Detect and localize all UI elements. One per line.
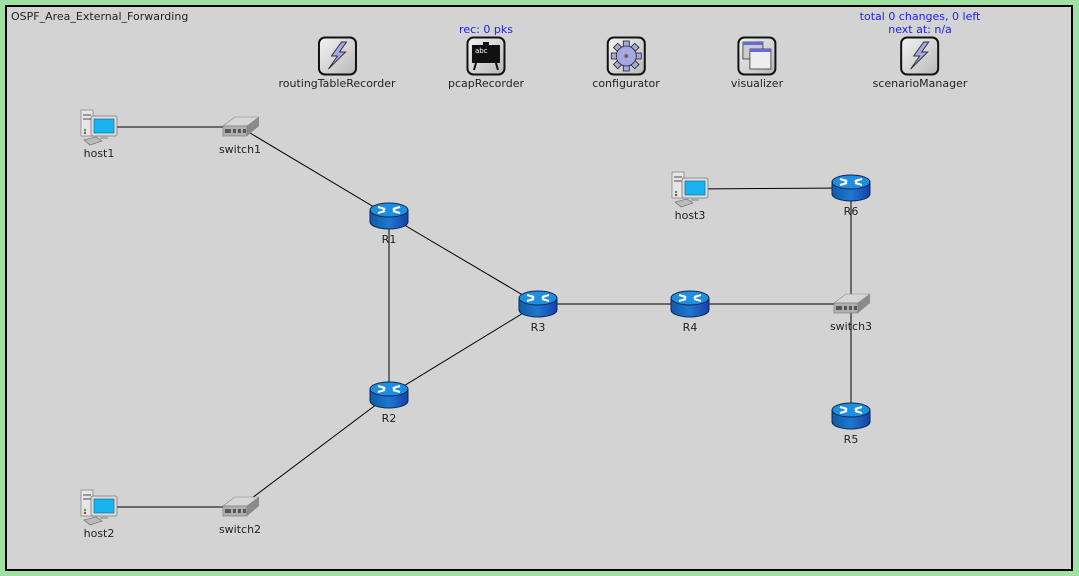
- router-icon: [670, 290, 710, 318]
- router-icon: [831, 174, 871, 202]
- node-host3[interactable]: host3: [669, 170, 711, 222]
- lightning-icon: [317, 36, 357, 76]
- switch-icon: [222, 496, 260, 517]
- node-label: R3: [530, 321, 546, 334]
- router-icon: [369, 381, 409, 409]
- router-icon: [831, 402, 871, 430]
- module-status-text: total 0 changes, 0 left: [859, 10, 981, 23]
- node-R1[interactable]: R1: [368, 200, 410, 246]
- computer-icon: [80, 489, 118, 526]
- router-icon: [518, 290, 558, 318]
- node-label: R2: [381, 412, 397, 425]
- node-switch3[interactable]: switch3: [830, 289, 872, 333]
- node-label: R4: [682, 321, 698, 334]
- node-label: R5: [843, 433, 859, 446]
- node-switch2[interactable]: switch2: [219, 492, 261, 536]
- link-R1-R3: [388, 215, 539, 305]
- node-R5[interactable]: R5: [830, 400, 872, 446]
- module-label: scenarioManager: [872, 77, 968, 90]
- node-label: R1: [381, 233, 397, 246]
- module-visualizer[interactable]: visualizer: [731, 36, 783, 90]
- gear-icon: [606, 36, 646, 76]
- windows-icon: [737, 36, 777, 76]
- node-label: R6: [843, 205, 859, 218]
- computer-icon: [671, 171, 709, 208]
- node-R3[interactable]: R3: [517, 288, 559, 334]
- switch-icon: [833, 293, 871, 314]
- node-label: host3: [674, 209, 706, 222]
- node-R6[interactable]: R6: [830, 172, 872, 218]
- computer-icon: [80, 109, 118, 146]
- link-R2-R3: [388, 303, 539, 396]
- node-R2[interactable]: R2: [368, 379, 410, 425]
- link-R6-host3: [689, 187, 852, 190]
- network-canvas: OSPF_Area_External_Forwarding: [5, 5, 1073, 571]
- node-host2[interactable]: host2: [78, 488, 120, 540]
- node-label: host2: [83, 527, 115, 540]
- module-status-text: rec: 0 pks: [459, 23, 513, 36]
- node-label: switch3: [829, 320, 873, 333]
- node-switch1[interactable]: switch1: [219, 112, 261, 156]
- module-label: visualizer: [730, 77, 784, 90]
- lightning-icon: [900, 36, 940, 76]
- network-title: OSPF_Area_External_Forwarding: [11, 10, 189, 23]
- module-routingTableRecorder[interactable]: routingTableRecorder: [278, 36, 396, 90]
- blackboard-abc-icon: abc: [466, 36, 506, 76]
- switch-icon: [222, 116, 260, 137]
- module-label: pcapRecorder: [447, 77, 525, 90]
- module-label: configurator: [592, 77, 660, 90]
- module-label: routingTableRecorder: [278, 77, 396, 90]
- node-label: host1: [83, 147, 115, 160]
- router-icon: [369, 202, 409, 230]
- svg-text:abc: abc: [475, 47, 488, 55]
- node-label: switch2: [218, 523, 262, 536]
- node-label: switch1: [218, 143, 262, 156]
- link-switch1-R1: [239, 126, 390, 217]
- node-host1[interactable]: host1: [78, 108, 120, 160]
- module-status-text: next at: n/a: [888, 23, 952, 36]
- module-pcapRecorder[interactable]: rec: 0 pks abc pcapRecorder: [448, 23, 524, 90]
- module-configurator[interactable]: configurator: [592, 36, 660, 90]
- link-R2-switch2: [239, 394, 390, 508]
- node-R4[interactable]: R4: [669, 288, 711, 334]
